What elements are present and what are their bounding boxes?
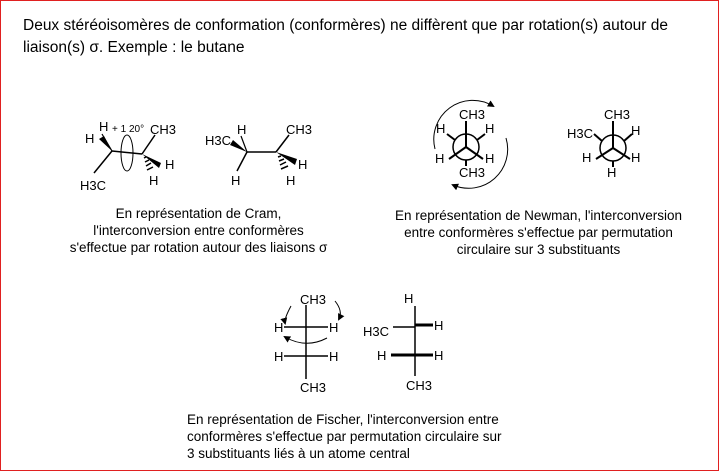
fischer-rotation-arrow-right-icon [334, 300, 345, 321]
cram-1-wedge-h [99, 136, 112, 151]
fischer-2-h-top: H [404, 291, 413, 306]
cram-2-h3c: H3C [205, 133, 231, 148]
cram-1-h3c: H3C [80, 178, 106, 193]
fischer-1-h-bottom-right: H [329, 349, 338, 364]
newman-2-front-bond-left [595, 147, 614, 160]
newman-1-back-bond-left [446, 133, 456, 141]
cram-2-bond-ch3 [275, 134, 290, 153]
rotation-angle-label: + 1 20° [112, 124, 144, 135]
cram-caption-line-2: l'interconversion entre conformères [93, 223, 304, 238]
newman-2-ch3: CH3 [604, 107, 630, 122]
cram-2-ch3: CH3 [286, 122, 312, 137]
fischer-1-h-top-right: H [329, 320, 338, 335]
cram-2-bond-h-bottom [236, 151, 248, 172]
cram-caption-line-1: En représentation de Cram, [115, 206, 282, 221]
fischer-1-h-top-left: H [274, 320, 283, 335]
fischer-caption: En représentation de Fischer, l'intercon… [187, 411, 557, 462]
cram-2-wedge-h [276, 152, 297, 165]
cram-2-h-top: H [237, 122, 246, 137]
fischer-2-h-bottom-right: H [434, 348, 443, 363]
fischer-1-ch3-bottom: CH3 [300, 380, 326, 395]
newman-caption: En représentation de Newman, l'interconv… [371, 207, 706, 258]
cram-2-h-right: H [298, 157, 307, 172]
cram-1-h-bottom: H [149, 173, 158, 188]
cram-1-bond-h3c [93, 150, 113, 174]
cram-1-h-left: H [85, 131, 94, 146]
cram-2-h-bottom-right: H [286, 173, 295, 188]
newman-2-back-bond-right [623, 133, 633, 142]
fischer-caption-line-2: conformères s'effectue par permutation c… [187, 429, 502, 444]
newman-conformer-2: CH3 H3C H H H H [567, 107, 640, 180]
intro-line-2: liaison(s) σ. Exemple : le butane [23, 39, 245, 56]
fischer-caption-line-3: 3 substituants liés à un atome central [187, 446, 410, 461]
newman-2-h-lower-left: H [582, 150, 591, 165]
cram-caption: En représentation de Cram, l'interconver… [51, 205, 346, 256]
fischer-rotation-arrow-bottom-icon [283, 336, 328, 344]
newman-caption-line-1: En représentation de Newman, l'interconv… [395, 208, 682, 223]
fischer-2-h3c: H3C [363, 324, 389, 339]
fischer-2-h-bottom-left: H [377, 348, 386, 363]
fischer-rotation-arrow-left-icon [280, 305, 292, 325]
newman-2-h3c: H3C [567, 126, 593, 141]
newman-1-back-bond-right [476, 133, 486, 141]
cram-2-bond-h-top [240, 135, 248, 153]
newman-1-ch3-top: CH3 [459, 107, 485, 122]
newman-2-back-bond-left [593, 133, 603, 142]
newman-2-h-bottom: H [607, 165, 616, 180]
fischer-caption-line-1: En représentation de Fischer, l'intercon… [187, 412, 499, 427]
fischer-conformer-1: CH3 H H H H CH3 [274, 292, 345, 395]
newman-2-front-bond-right [612, 147, 631, 160]
cram-1-h-top: H [99, 119, 108, 134]
newman-1-front-bond-left [448, 146, 467, 160]
cram-1-bond-h-top [101, 133, 113, 152]
cram-caption-line-3: s'effectue par rotation autour des liais… [69, 240, 328, 255]
cram-1-hash-bond [143, 156, 154, 171]
fischer-2-h-right: H [434, 318, 443, 333]
intro-text: Deux stéréoisomères de conformation (con… [23, 15, 703, 59]
newman-rotation-arrow-top-icon [433, 99, 495, 150]
fischer-2-ch3: CH3 [406, 378, 432, 393]
cram-1-ch3: CH3 [150, 122, 176, 137]
cram-1-central-bond [111, 150, 143, 155]
fischer-conformer-2: H H3C H H H CH3 [363, 291, 443, 393]
newman-2-h-upper-right: H [631, 123, 640, 138]
cram-1-bond-ch3 [141, 134, 156, 155]
rotation-ellipse-icon [120, 134, 134, 172]
cram-2-wedge-h3c [230, 140, 247, 152]
cram-2-hash-bond [277, 155, 289, 170]
fischer-1-h-bottom-left: H [274, 349, 283, 364]
newman-1-h-upper-left: H [436, 121, 445, 136]
newman-1-front-bond-right [465, 146, 484, 160]
intro-line-1: Deux stéréoisomères de conformation (con… [23, 17, 669, 34]
newman-conformer-1: CH3 H H H H CH3 [433, 99, 509, 191]
newman-caption-line-3: circulaire sur 3 substituants [456, 242, 621, 257]
newman-1-h-lower-left: H [435, 151, 444, 166]
newman-1-h-lower-right: H [485, 151, 494, 166]
cram-1-h-right: H [165, 157, 174, 172]
newman-1-ch3-bottom: CH3 [459, 165, 485, 180]
newman-caption-line-2: entre conformères s'effectue par permuta… [404, 225, 673, 240]
cram-2-h-bottom: H [231, 173, 240, 188]
newman-1-h-upper-right: H [485, 121, 494, 136]
fischer-1-ch3-top: CH3 [300, 292, 326, 307]
cram-conformer-1: H H + 1 20° CH3 H H H3C [80, 119, 176, 193]
newman-2-h-lower-right: H [631, 150, 640, 165]
cram-1-wedge-h-right [142, 154, 161, 168]
newman-rotation-arrow-bottom-icon [451, 137, 509, 191]
cram-conformer-2: H3C H CH3 H H H [205, 122, 312, 188]
